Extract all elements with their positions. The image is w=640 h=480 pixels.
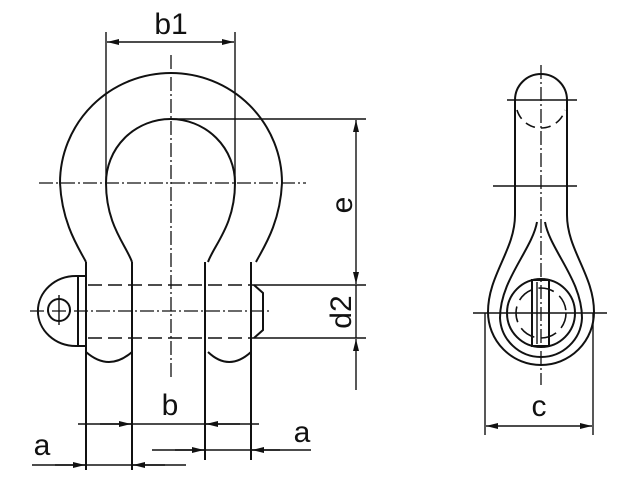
d2-label: d2 xyxy=(325,295,358,328)
side-body-left xyxy=(487,100,516,313)
e-label: e xyxy=(326,197,359,214)
side-view: c xyxy=(473,65,607,435)
a-right-label: a xyxy=(294,416,311,449)
c-label: c xyxy=(532,390,547,423)
b1-label: b1 xyxy=(154,8,187,41)
bow-inner-outline xyxy=(104,118,237,263)
left-eye-bottom xyxy=(85,351,133,363)
front-view: b1 e d2 b a a xyxy=(30,8,366,470)
side-body-right xyxy=(566,100,595,313)
right-eye-bottom xyxy=(207,351,252,363)
side-inner-teardrop-left xyxy=(498,221,542,359)
b-label: b xyxy=(162,389,179,422)
side-inner-teardrop-right xyxy=(540,221,584,359)
a-left-label: a xyxy=(34,429,51,462)
